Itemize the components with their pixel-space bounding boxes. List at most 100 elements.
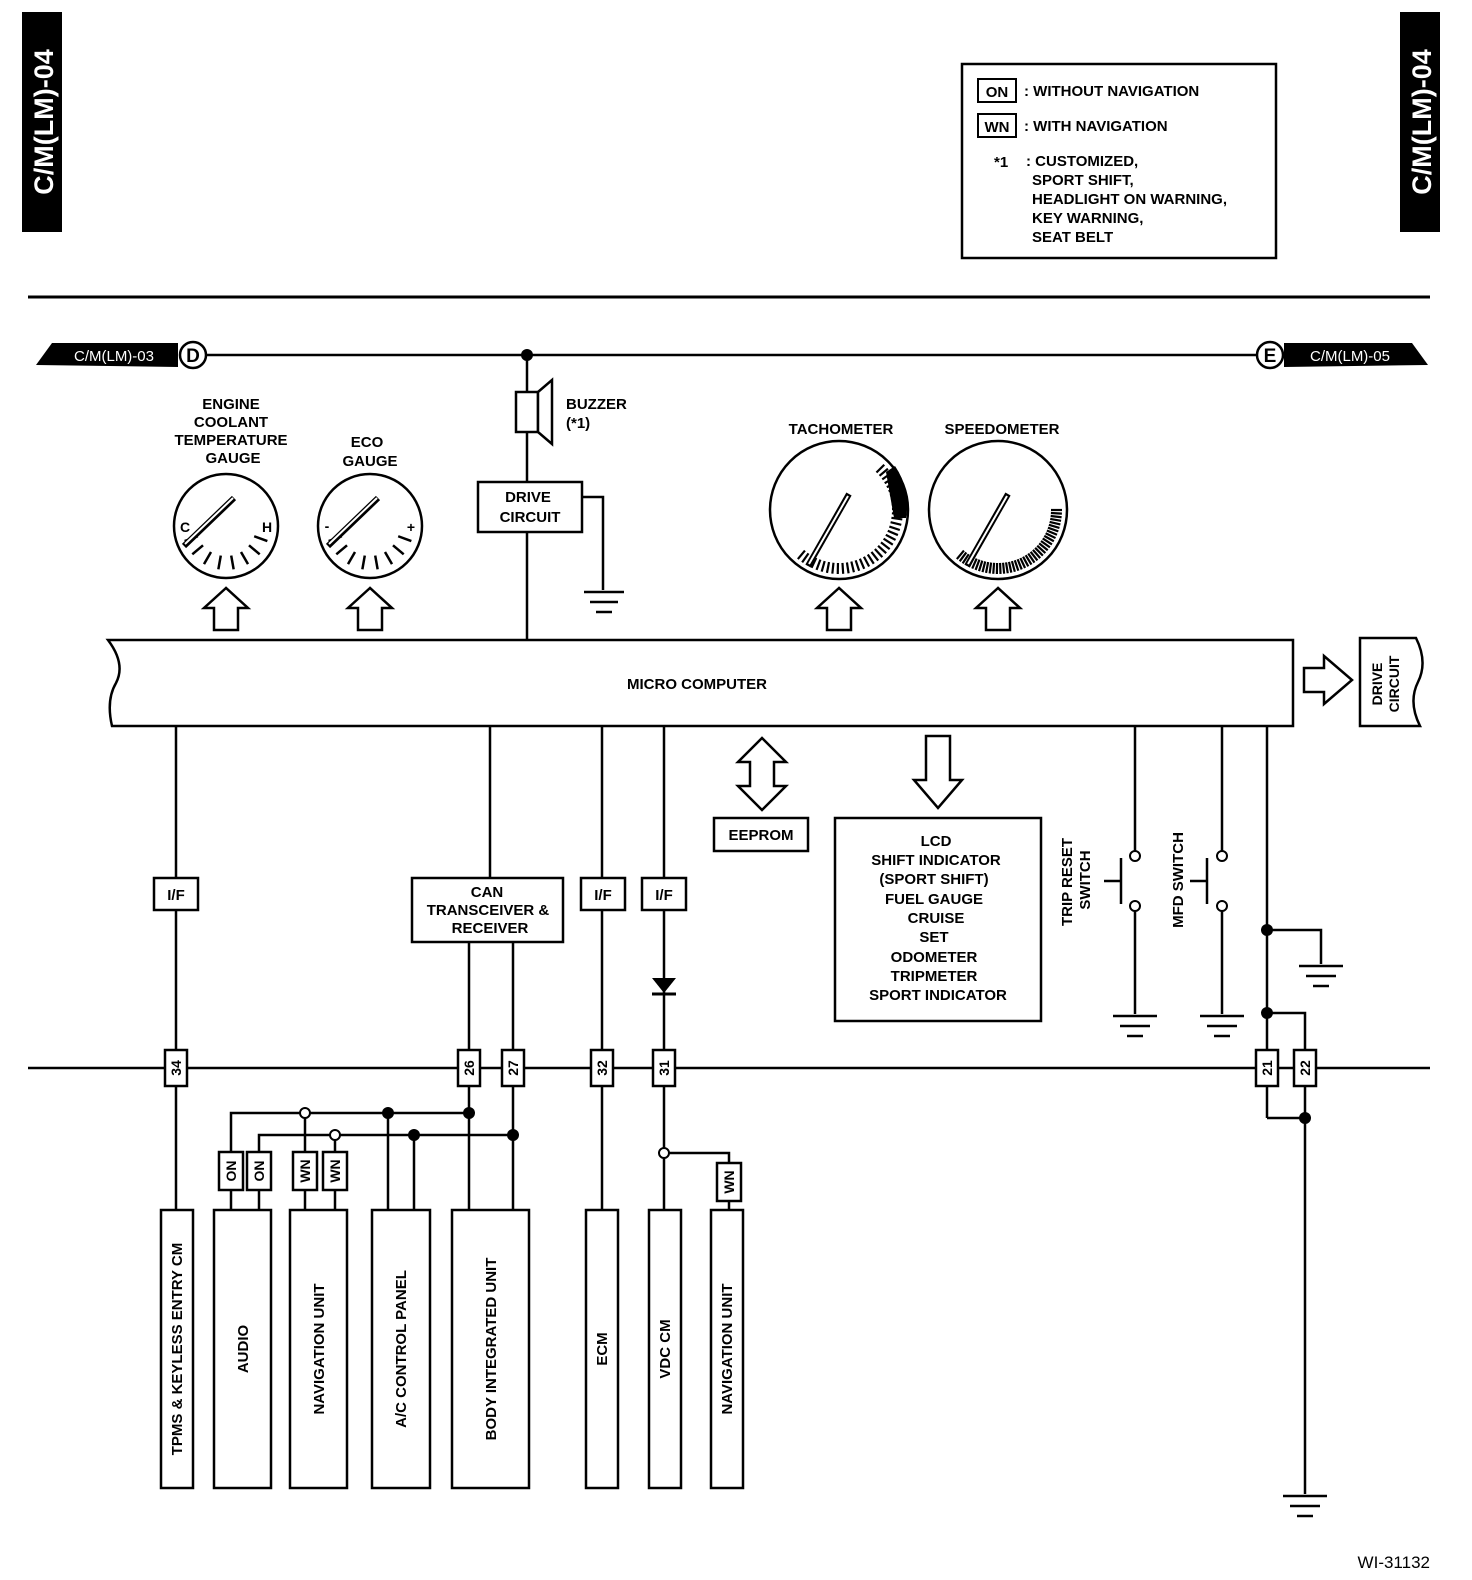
eeprom-label: EEPROM (728, 827, 793, 844)
gauge-tick (1007, 561, 1013, 573)
can-network (174, 1086, 731, 1210)
eco-gauge: ECO GAUGE - + (316, 434, 424, 632)
unit-ecm: ECM (584, 1208, 620, 1490)
drive-circuit-right-line-1: DRIVE (1369, 663, 1385, 706)
lcd-line-9: SPORT INDICATOR (869, 987, 1007, 1004)
lcd-line-5: CRUISE (908, 910, 965, 927)
interface-if-2: I/F (579, 876, 627, 912)
gauge-tick (882, 537, 894, 546)
gauge-tick (820, 560, 826, 572)
unit-body-label: BODY INTEGRATED UNIT (483, 1258, 500, 1441)
gauge-tick (878, 467, 889, 477)
gauge-tick (858, 558, 866, 570)
legend-on-tag: ON (986, 84, 1009, 101)
gauge-tick (1050, 514, 1062, 519)
drive-circuit-top-line-1: DRIVE (505, 489, 551, 506)
mfd-switch-label: MFD SWITCH (1170, 832, 1187, 928)
gauge-tick (854, 559, 861, 572)
page-tab-left-text: C/M(LM)-04 (29, 49, 59, 194)
unit-navigation-1: NAVIGATION UNIT (288, 1208, 349, 1490)
unit-navigation-2: NAVIGATION UNIT (709, 1208, 745, 1490)
unit-navigation-1-label: NAVIGATION UNIT (311, 1283, 328, 1414)
gauge-tick (961, 553, 970, 564)
gauge-tick (831, 562, 835, 574)
gauge-tick (1048, 523, 1060, 529)
pin-34-label: 34 (168, 1060, 184, 1076)
gauge-tick (1024, 554, 1033, 566)
gauge-tick (239, 551, 250, 565)
gauge-tick (1042, 537, 1053, 546)
pin-22-label: 22 (1297, 1060, 1313, 1076)
gauge-tick (1038, 542, 1049, 552)
gauge-tick (875, 463, 886, 474)
gauge-tick (890, 521, 902, 526)
if-1-label: I/F (167, 887, 185, 904)
gauge-tick (956, 549, 965, 560)
lcd-line-2: SHIFT INDICATOR (871, 852, 1001, 869)
drive-circuit-right-line-2: CIRCUIT (1386, 655, 1402, 712)
tachometer: TACHOMETER (768, 421, 910, 632)
speedometer: SPEEDOMETER (927, 421, 1069, 632)
legend-on-text: : WITHOUT NAVIGATION (1024, 83, 1199, 100)
coolant-label-3: TEMPERATURE (174, 432, 287, 449)
unit-vdc-label: VDC CM (657, 1319, 674, 1378)
gauge-tick (1001, 562, 1006, 574)
gauge-tick (885, 533, 897, 541)
can-label-2: TRANSCEIVER & (427, 902, 550, 919)
gauge-tick (1050, 517, 1062, 522)
coolant-label-4: GAUGE (205, 450, 260, 467)
gauge-tick (866, 553, 875, 565)
pin-32-label: 32 (594, 1060, 610, 1076)
gauge-tick (335, 544, 348, 556)
can-label-3: RECEIVER (452, 920, 529, 937)
gauge-tick (1019, 557, 1027, 569)
ground-symbol (584, 590, 624, 614)
gauge-tick (1022, 556, 1030, 567)
pin-22: 22 (1292, 1048, 1318, 1088)
gauge-tick (1010, 560, 1016, 573)
gauge-tick (1029, 551, 1039, 562)
legend-wn-tag: WN (985, 119, 1010, 136)
if-3-label: I/F (655, 887, 673, 904)
tag-wn-3: WN (715, 1161, 743, 1203)
connector-left-letter: D (186, 346, 200, 367)
eco-low: - (325, 518, 330, 534)
gauge-tick (373, 555, 379, 570)
legend-note-line-5: SEAT BELT (1032, 229, 1113, 246)
unit-ac-label: A/C CONTROL PANEL (393, 1270, 410, 1428)
gauge-tick (202, 551, 213, 565)
interface-if-3: I/F (640, 876, 688, 912)
gauge-tick (870, 551, 880, 562)
if-2-label: I/F (594, 887, 612, 904)
gauge-tick (825, 561, 831, 574)
gauge-tick (810, 557, 818, 569)
gauge-tick (887, 529, 899, 537)
coolant-label-1: ENGINE (202, 396, 260, 413)
buzzer-label: BUZZER (566, 396, 627, 413)
gauge-tick (877, 544, 887, 555)
legend-note-line-3: HEADLIGHT ON WARNING, (1032, 191, 1227, 208)
unit-vdc-cm: VDC CM (647, 1208, 683, 1490)
unit-tpms-label: TPMS & KEYLESS ENTRY CM (169, 1243, 186, 1456)
drive-circuit-top: DRIVE CIRCUIT (476, 480, 624, 640)
can-label-1: CAN (471, 884, 504, 901)
pin-27-label: 27 (505, 1060, 521, 1076)
page-tab-right-text: C/M(LM)-04 (1407, 49, 1437, 194)
coolant-high: H (262, 519, 272, 535)
coolant-gauge: ENGINE COOLANT TEMPERATURE GAUGE C H (172, 396, 288, 632)
gauge-tick (1043, 534, 1055, 543)
gauge-tick (1045, 532, 1057, 540)
pin-31: 31 (651, 1048, 677, 1088)
gauge-tick (1013, 559, 1020, 572)
micro-computer-label: MICRO COMPUTER (627, 676, 767, 693)
gauge-tick (841, 562, 845, 574)
connector-right-ref: C/M(LM)-05 (1310, 348, 1390, 365)
buzzer-note: (*1) (566, 415, 590, 432)
gauge-tick (845, 562, 850, 574)
gauge-tick (1027, 552, 1036, 564)
speedometer-label: SPEEDOMETER (944, 421, 1059, 438)
gauge-tick (874, 548, 884, 558)
ground-network-right (1261, 726, 1343, 1518)
gauge-tick (977, 560, 984, 572)
gauge-tick (891, 516, 903, 521)
